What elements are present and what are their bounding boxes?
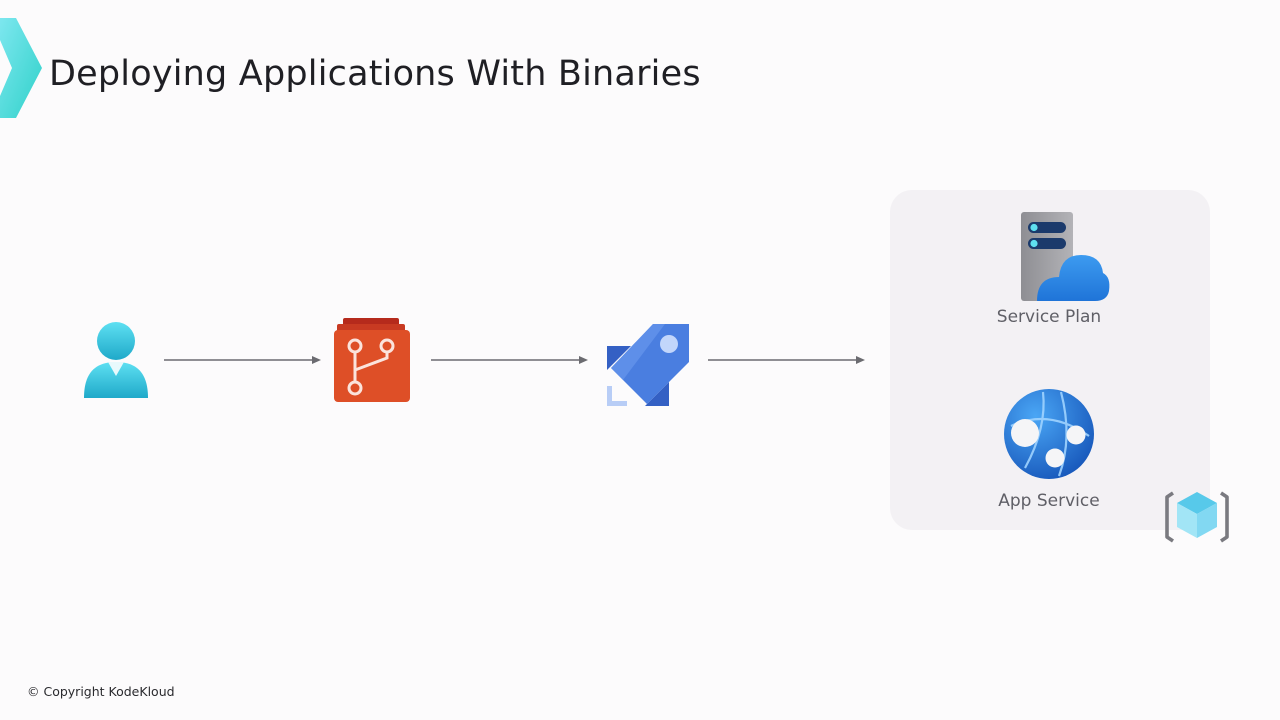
service-plan-label: Service Plan xyxy=(996,307,1102,327)
copyright-footer: © Copyright KodeKloud xyxy=(27,684,175,699)
kodekloud-logo-icon xyxy=(0,18,42,118)
app-service-label: App Service xyxy=(998,491,1100,511)
flow-arrow xyxy=(164,356,321,364)
slide-title: Deploying Applications With Binaries xyxy=(49,54,701,94)
user-icon xyxy=(84,322,148,398)
flow-arrow xyxy=(708,356,865,364)
flow-arrow xyxy=(431,356,588,364)
resource-group-icon xyxy=(1165,491,1229,543)
app-service-icon xyxy=(1004,389,1094,479)
azure-pipelines-icon xyxy=(607,324,689,406)
service-plan-icon xyxy=(1021,212,1110,301)
azure-repos-icon xyxy=(334,318,410,402)
